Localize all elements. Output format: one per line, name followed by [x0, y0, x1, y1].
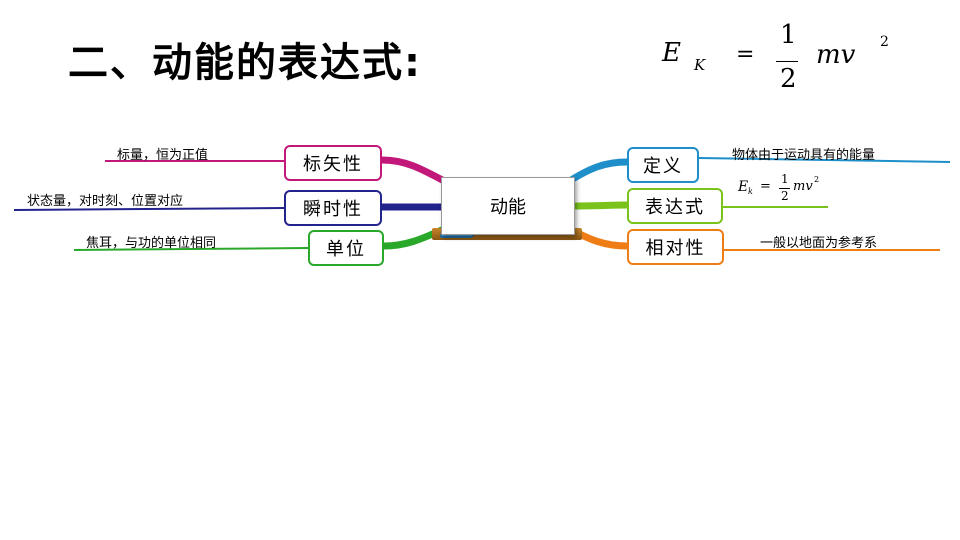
link-biaoshixing [378, 156, 450, 186]
center-topic: 动能 [441, 177, 575, 235]
formula-numerator: 1 [780, 20, 797, 50]
node-biaodashi: 表达式 [627, 188, 723, 224]
underline-shunshixing [13, 207, 285, 211]
node-xiangduixing: 相对性 [627, 229, 724, 265]
slide-title: 二、动能的表达式: [68, 40, 422, 86]
formula-e: E [662, 38, 681, 68]
formula-k-subscript: K [694, 56, 706, 74]
formula-equals: = [736, 42, 755, 67]
formula-fraction-bar [776, 61, 798, 62]
node-label: 瞬时性 [303, 199, 363, 220]
mini-formula: E k = 1 2 mv 2 [738, 172, 848, 205]
mini-formula-k: k [748, 187, 753, 196]
node-label: 定义 [643, 156, 683, 177]
detail-danwei: 焦耳，与功的单位相同 [86, 236, 217, 251]
mini-formula-equals: = [760, 179, 771, 194]
mini-formula-numerator: 1 [781, 172, 789, 186]
detail-dingyi: 物体由于运动具有的能量 [732, 148, 876, 163]
formula-exponent: 2 [880, 34, 889, 50]
detail-shunshixing: 状态量，对时刻、位置对应 [27, 194, 184, 209]
detail-xiangduixing: 一般以地面为参考系 [760, 236, 878, 251]
mini-formula-bar [779, 188, 790, 189]
node-biaoshixing: 标矢性 [284, 145, 382, 181]
node-label: 相对性 [645, 238, 706, 259]
mini-formula-denominator: 2 [781, 189, 789, 203]
mini-formula-exponent: 2 [814, 175, 820, 184]
link-biaodashi [568, 201, 631, 210]
node-dingyi: 定义 [627, 147, 699, 183]
node-label: 单位 [326, 239, 366, 260]
link-dingyi [564, 158, 631, 186]
node-label: 标矢性 [303, 154, 363, 175]
node-shunshixing: 瞬时性 [284, 190, 382, 226]
center-label: 动能 [490, 197, 526, 218]
formula-mv: mv [816, 40, 856, 70]
underline-dingyi [698, 157, 951, 163]
kinetic-energy-formula: E K = 1 2 mv 2 [650, 18, 910, 98]
formula-denominator: 2 [780, 64, 797, 94]
node-label: 表达式 [645, 197, 705, 218]
mini-formula-e: E [738, 179, 749, 195]
node-danwei: 单位 [308, 230, 384, 266]
mini-formula-mv: mv [793, 179, 813, 194]
underline-danwei [73, 247, 309, 251]
detail-biaoshixing: 标量，恒为正值 [117, 148, 209, 163]
